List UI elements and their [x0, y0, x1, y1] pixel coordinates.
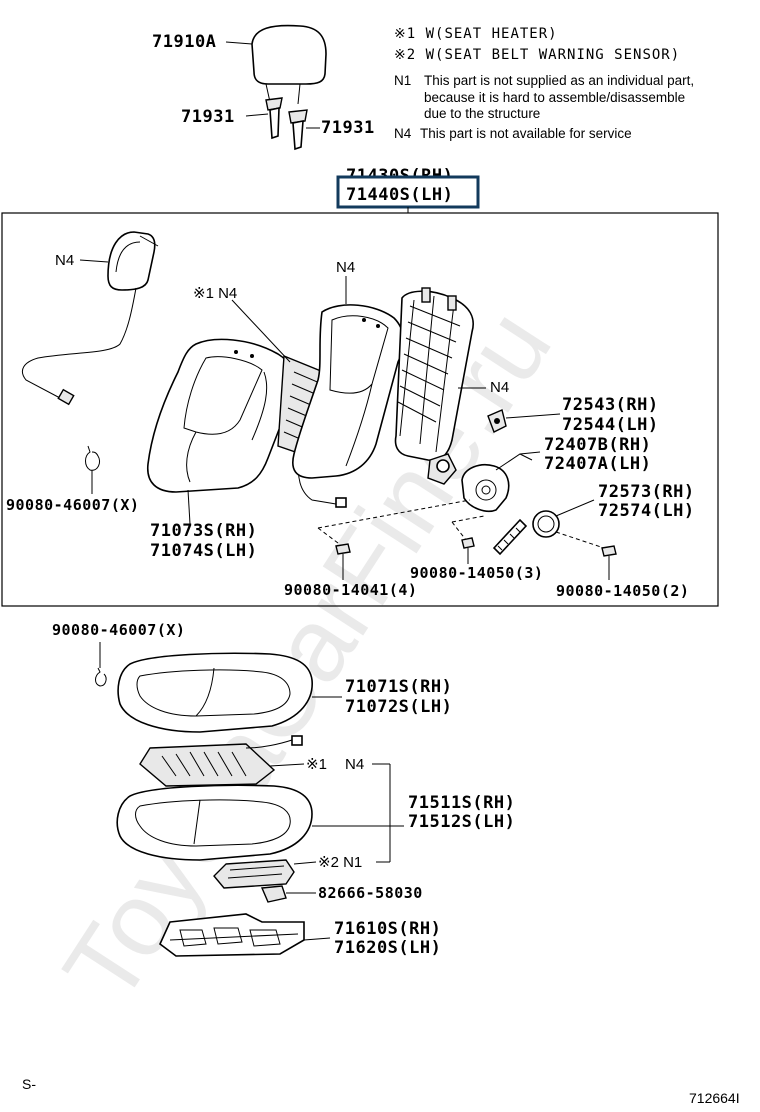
seat-cushion-pad-illustration[interactable]: [116, 784, 313, 861]
cushion-pad-bracket-leader: [312, 763, 404, 863]
legal-n1-code: N1: [394, 73, 411, 88]
part-number-knob-rh[interactable]: 72543(RH): [562, 395, 659, 415]
part-number-cushion-pad-rh[interactable]: 71511S(RH): [408, 793, 515, 813]
callout-heater-back: ※1 N4: [193, 285, 237, 302]
part-number-cushion-cover-lh[interactable]: 71072S(LH): [345, 697, 452, 717]
part-number-headrest[interactable]: 71910A: [152, 32, 216, 52]
lumbar-support-illustration[interactable]: [22, 231, 159, 406]
legal-n4-code: N4: [394, 126, 412, 141]
headrest-guide-right[interactable]: [288, 109, 320, 151]
part-number-knob-lh[interactable]: 72544(LH): [562, 415, 659, 435]
seat-belt-sensor-mat-illustration[interactable]: [213, 859, 317, 889]
part-number-guide-left[interactable]: 71931: [181, 107, 235, 127]
callout-n4-cushion: N4: [345, 756, 364, 773]
seat-back-cover-illustration[interactable]: [147, 338, 296, 525]
part-number-clip-back[interactable]: 90080-46007(X): [6, 496, 139, 514]
part-number-guide-right[interactable]: 71931: [321, 118, 375, 138]
legal-n1-line3: due to the structure: [424, 106, 540, 121]
part-number-frame-rh[interactable]: 71610S(RH): [334, 919, 441, 939]
part-number-back-cover-rh[interactable]: 71073S(RH): [150, 521, 257, 541]
callout-n4-pad: N4: [336, 259, 355, 276]
part-number-bolt-a[interactable]: 90080-14041(4): [284, 581, 417, 599]
legal-n1-line2: because it is hard to assemble/disassemb…: [424, 90, 685, 105]
part-number-cushion-pad-lh[interactable]: 71512S(LH): [408, 812, 515, 832]
part-number-bracket-rh[interactable]: 72573(RH): [598, 482, 695, 502]
note-seat-heater: ※1 W(SEAT HEATER): [394, 26, 558, 42]
part-number-cushion-cover-rh[interactable]: 71071S(RH): [345, 677, 452, 697]
part-number-bracket-lh[interactable]: 72574(LH): [598, 501, 695, 521]
assembly-dashed-lines: [317, 499, 605, 549]
seat-back-pad-illustration[interactable]: [292, 276, 405, 479]
seat-back-frame-illustration[interactable]: [394, 287, 487, 485]
seat-cushion-frame-illustration[interactable]: [159, 913, 331, 957]
part-number-recliner-lh[interactable]: 72407A(LH): [544, 454, 651, 474]
legal-n4-text: This part is not available for service: [420, 126, 632, 141]
headrest-guide-left[interactable]: [245, 97, 283, 140]
part-number-back-assy-lh[interactable]: 71440S(LH): [346, 185, 453, 205]
part-number-recliner-rh[interactable]: 72407B(RH): [544, 435, 651, 455]
clip-back-illustration[interactable]: [85, 445, 101, 494]
part-number-frame-lh[interactable]: 71620S(LH): [334, 938, 441, 958]
seat-cushion-heater-illustration[interactable]: [139, 735, 305, 787]
part-number-clip-cushion[interactable]: 90080-46007(X): [52, 621, 185, 639]
seat-cushion-cover-illustration[interactable]: [117, 652, 342, 733]
figure-number: 712664I: [689, 1090, 740, 1106]
seat-back-group-frame: [1, 212, 719, 607]
note-seat-belt-sensor: ※2 W(SEAT BELT WARNING SENSOR): [394, 47, 680, 63]
callout-sensor-mark: ※2 N1: [318, 854, 362, 871]
footer-code: S-: [22, 1076, 36, 1092]
legal-n1-line1: This part is not supplied as an individu…: [424, 73, 694, 88]
recliner-knob-illustration[interactable]: [487, 409, 561, 433]
part-number-bolt-c[interactable]: 90080-14050(2): [556, 582, 689, 600]
callout-n4-lumbar: N4: [55, 252, 74, 269]
recliner-illustration[interactable]: [461, 451, 541, 513]
sensor-connector-illustration[interactable]: [260, 885, 316, 903]
callout-heater-cushion: ※1: [306, 756, 327, 773]
bolt-c-illustration[interactable]: [601, 545, 617, 580]
part-number-sensor[interactable]: 82666-58030: [318, 884, 423, 902]
bolt-b-illustration[interactable]: [461, 537, 475, 564]
callout-n4-frame: N4: [490, 379, 509, 396]
back-assy-highlight-box: [336, 175, 480, 209]
part-number-bolt-b[interactable]: 90080-14050(3): [410, 564, 543, 582]
recliner-bracket-illustration[interactable]: [492, 499, 595, 556]
headrest-illustration[interactable]: [225, 24, 327, 105]
bolt-a-illustration[interactable]: [335, 543, 351, 580]
clip-cushion-illustration[interactable]: [95, 642, 107, 687]
part-number-back-cover-lh[interactable]: 71074S(LH): [150, 541, 257, 561]
